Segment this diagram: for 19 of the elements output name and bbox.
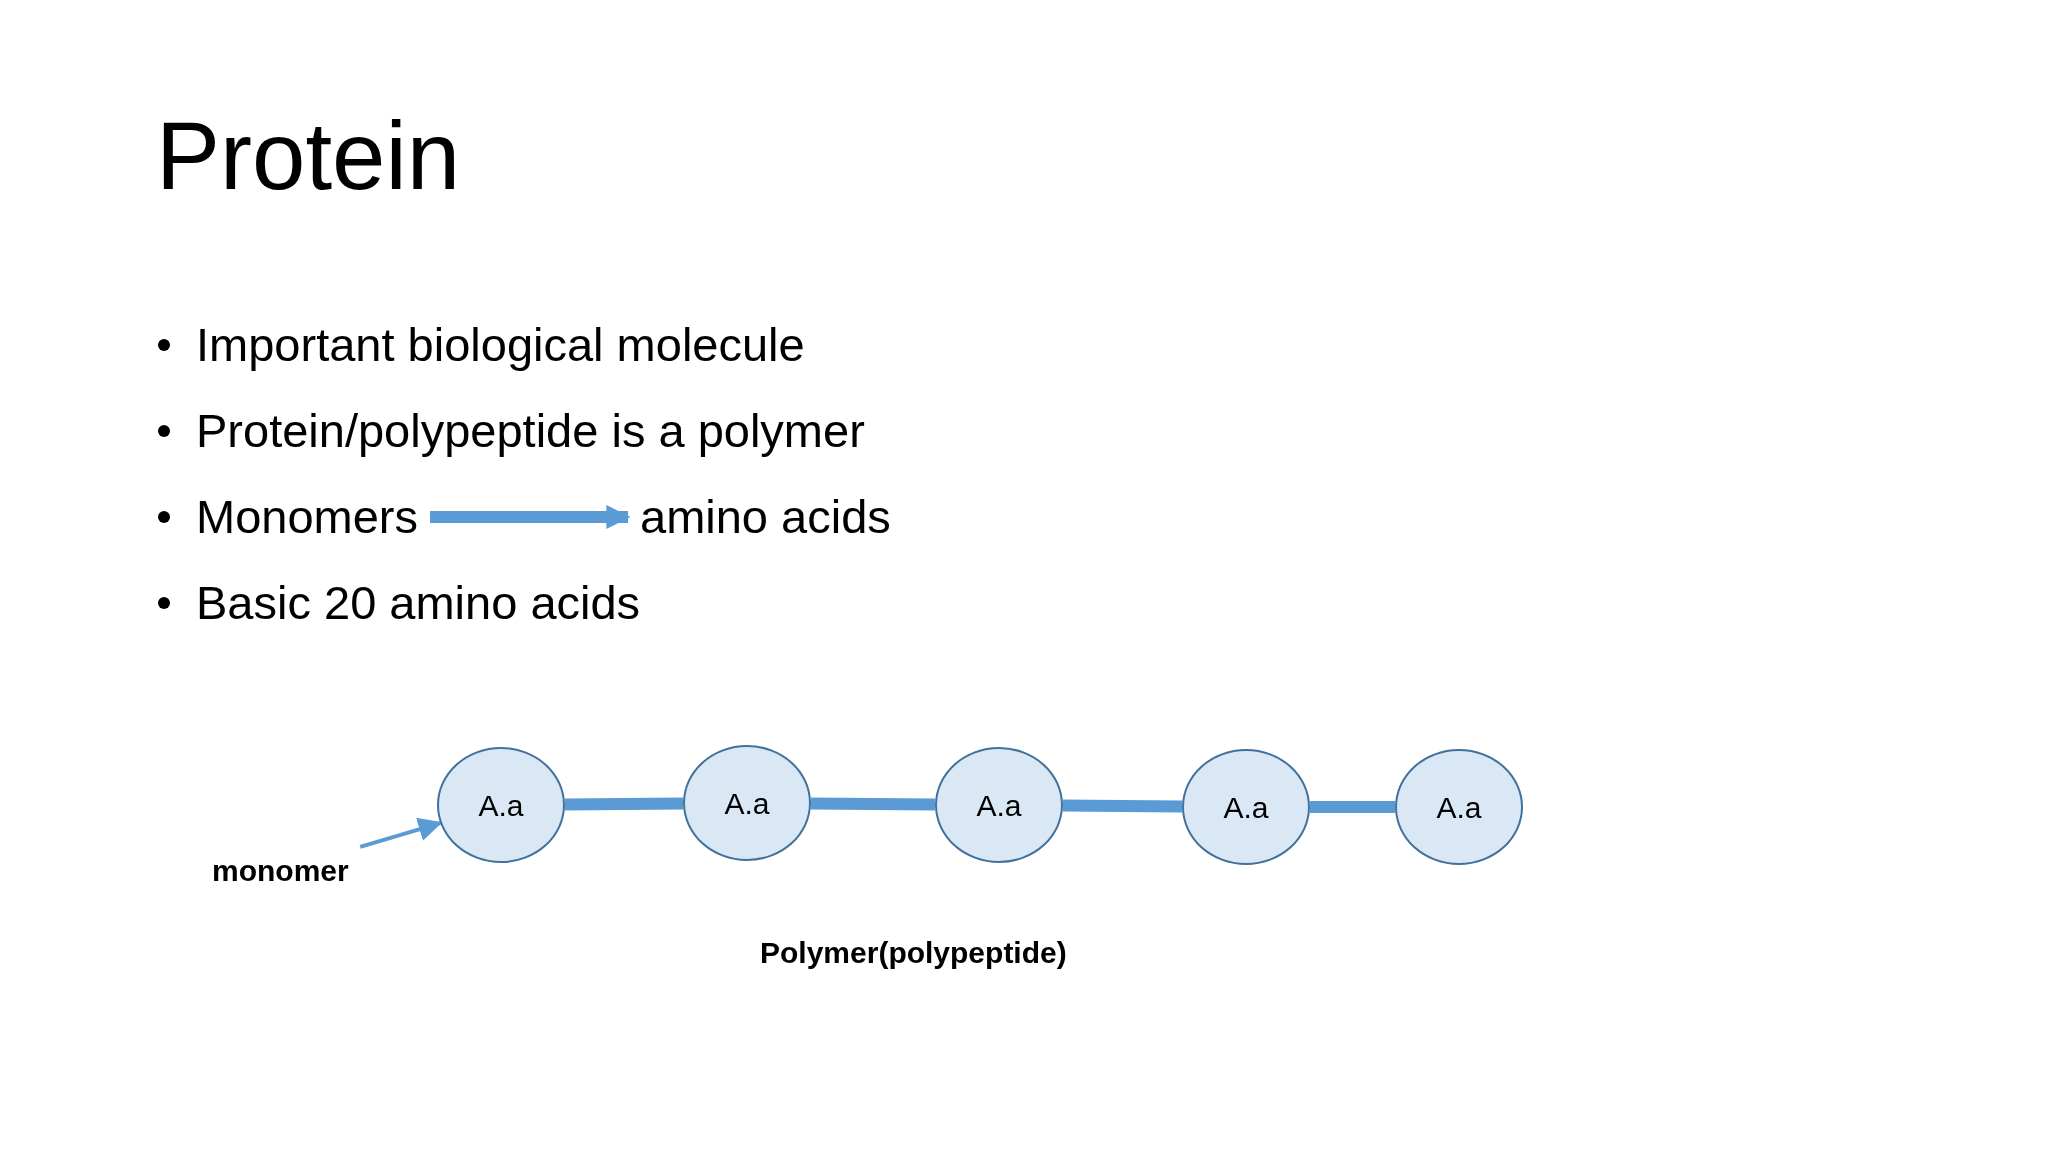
- amino-acid-circle: A.a: [935, 747, 1063, 863]
- bullet-text: Important biological molecule: [196, 317, 805, 373]
- connector-bar: [564, 797, 684, 811]
- connector-bar: [1062, 799, 1183, 813]
- amino-acid-circle: A.a: [437, 747, 565, 863]
- bullet-text: amino acids: [640, 489, 891, 545]
- arrow: [430, 505, 631, 529]
- bullet-text: Basic 20 amino acids: [196, 575, 641, 631]
- diagram-caption: Polymer(polypeptide): [760, 935, 1067, 971]
- slide-title: Protein: [156, 108, 461, 204]
- leader-label: monomer: [212, 848, 349, 893]
- amino-acid-circle: A.a: [683, 745, 811, 861]
- connector-bar: [1310, 801, 1395, 813]
- bullet-text: Monomers: [196, 489, 418, 545]
- connector-bar: [810, 797, 936, 811]
- amino-acid-circle: A.a: [1182, 749, 1310, 865]
- amino-acid-circle: A.a: [1395, 749, 1523, 865]
- arrow: [359, 817, 443, 849]
- bullet-text: Protein/polypeptide is a polymer: [196, 403, 865, 459]
